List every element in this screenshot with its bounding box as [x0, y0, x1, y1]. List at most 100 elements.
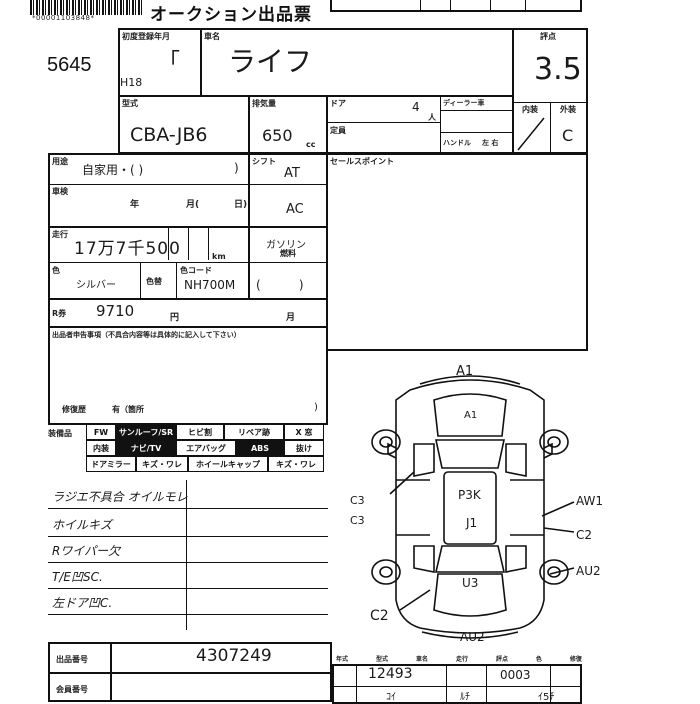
mark-roof: P3K: [458, 488, 481, 502]
record-value: 有（箇所: [112, 405, 144, 414]
color-label: 色: [52, 266, 60, 275]
remark-1: ラジエ不具合 オイルモレ: [52, 490, 188, 504]
capacity-unit: 人: [428, 113, 436, 122]
equip-r1-c1: FW: [86, 424, 116, 440]
ac-value: AC: [286, 202, 304, 217]
color-code-label: 色コード: [180, 266, 212, 275]
number-label: 出品番号: [56, 655, 88, 664]
page-title: オークション出品票: [150, 5, 312, 25]
handle-label: ハンドル: [443, 139, 471, 147]
car-damage-diagram: [371, 375, 575, 639]
equip-r1-c5: X 窓: [284, 424, 324, 440]
fuel-label: 燃料: [280, 249, 296, 258]
doors-value: 4: [412, 100, 420, 114]
sales-point-label: セールスポイント: [330, 157, 394, 166]
recycle-label: R券: [52, 309, 67, 318]
model-value: CBA-JB6: [130, 124, 208, 146]
recycle-yen: 円: [170, 313, 180, 323]
partial-3: ｲ5ﾁ: [538, 692, 555, 703]
usage-value: 自家用・( ): [82, 163, 144, 177]
equip-r3-c4: キズ・ワレ: [268, 456, 324, 472]
doors-label: ドア: [330, 99, 346, 108]
name-label: 車名: [204, 32, 220, 41]
number-value: 4307249: [196, 646, 272, 666]
header-barcode: [30, 0, 142, 15]
equip-r1-c2: サンルーフ/SR: [116, 424, 176, 440]
header-top-right-box: [330, 0, 582, 12]
fuel-bracket: ( ): [256, 278, 304, 292]
shift-label: シフト: [252, 157, 276, 166]
mark-left-2: C3: [350, 514, 365, 527]
mark-bottom: AU2: [460, 630, 485, 644]
mileage-unit: km: [212, 252, 226, 261]
equip-r2-c2: ナビ/TV: [116, 440, 176, 456]
usage-close: ): [234, 161, 239, 175]
handle-value: 左 右: [482, 139, 499, 147]
color-change-label: 色替: [146, 277, 162, 286]
year-value: H18: [120, 76, 143, 89]
model-label: 型式: [122, 99, 138, 108]
equip-r2-c4: ABS: [236, 440, 284, 456]
capacity-label: 定員: [330, 126, 346, 135]
exterior-label: 外装: [560, 105, 576, 114]
col-label-7: 修復: [569, 656, 582, 663]
code-value-2: 0003: [500, 668, 531, 682]
inspection-month: 月(: [186, 200, 200, 210]
exterior-value: C: [562, 126, 574, 145]
year-bracket: 「: [158, 50, 181, 75]
inspection-label: 車検: [52, 187, 68, 196]
col-label-4: 走行: [455, 656, 468, 663]
equip-r1-c3: ヒビ割: [176, 424, 224, 440]
record-label: 修復歴: [62, 405, 86, 414]
shift-value: AT: [284, 166, 300, 181]
remark-2: ホイルキズ: [52, 518, 113, 532]
color-code-value: NH700M: [184, 278, 236, 292]
mark-tailgate: U3: [462, 576, 479, 590]
equip-r1-c4: リペア跡: [224, 424, 284, 440]
code-label: 会員番号: [56, 685, 88, 694]
col-label-2: 型式: [375, 656, 388, 663]
mark-left-1: C3: [350, 494, 365, 507]
displacement-value: 650: [262, 126, 293, 145]
equip-r3-c2: キズ・ワレ: [136, 456, 188, 472]
col-label-6: 色: [535, 656, 542, 663]
equip-r2-c1: 内装: [86, 440, 116, 456]
code-value: 12493: [368, 666, 413, 682]
interior-slash: [517, 117, 545, 151]
mark-roof-2: J1: [466, 516, 478, 530]
year-label: 初度登録年月: [122, 32, 170, 41]
equip-r2-c3: エアバッグ: [176, 440, 236, 456]
remark-4: T/E凹SC.: [52, 570, 103, 584]
displacement-unit: cc: [306, 140, 316, 149]
grade-label: 評点: [540, 32, 556, 41]
dealer-label: ディーラー車: [443, 99, 485, 107]
vehicle-name: ライフ: [228, 45, 313, 78]
seller-notes-label: 出品者申告事項（不具合内容等は具体的に記入して下さい）: [52, 331, 241, 339]
mark-hood: A1: [464, 410, 478, 421]
remark-3: Rワイパー欠: [52, 544, 121, 558]
col-label-5: 評点: [495, 656, 508, 663]
barcode-number: *00001103848*: [32, 14, 95, 22]
mark-right-3: AU2: [576, 564, 601, 578]
displacement-label: 排気量: [252, 99, 276, 108]
lot-number: 5645: [47, 54, 92, 76]
remark-5: 左ドア凹C.: [52, 596, 113, 610]
mark-right-1: AW1: [576, 494, 604, 508]
equip-r3-c3: ホイールキャップ: [188, 456, 268, 472]
mileage-value: 17万7千500: [74, 239, 181, 259]
footer-col-header: 年式 型式 車名 走行 評点 色 修復: [336, 654, 582, 663]
interior-label: 内装: [522, 105, 538, 114]
mark-bottom-left: C2: [370, 608, 389, 624]
mileage-label: 走行: [52, 230, 68, 239]
partial-2: ﾙﾁ: [460, 692, 470, 703]
inspection-year: 年: [130, 200, 140, 210]
inspection-day: 日): [234, 200, 248, 210]
usage-label: 用途: [52, 157, 68, 166]
equipment-label: 装備品: [48, 429, 72, 438]
sales-point-box: [326, 153, 588, 351]
recycle-value: 9710: [96, 302, 135, 320]
col-label-3: 車名: [415, 656, 428, 663]
equip-r2-c5: 抜け: [284, 440, 324, 456]
mark-right-2: C2: [576, 528, 593, 542]
equip-r3-c1: ドアミラー: [86, 456, 136, 472]
